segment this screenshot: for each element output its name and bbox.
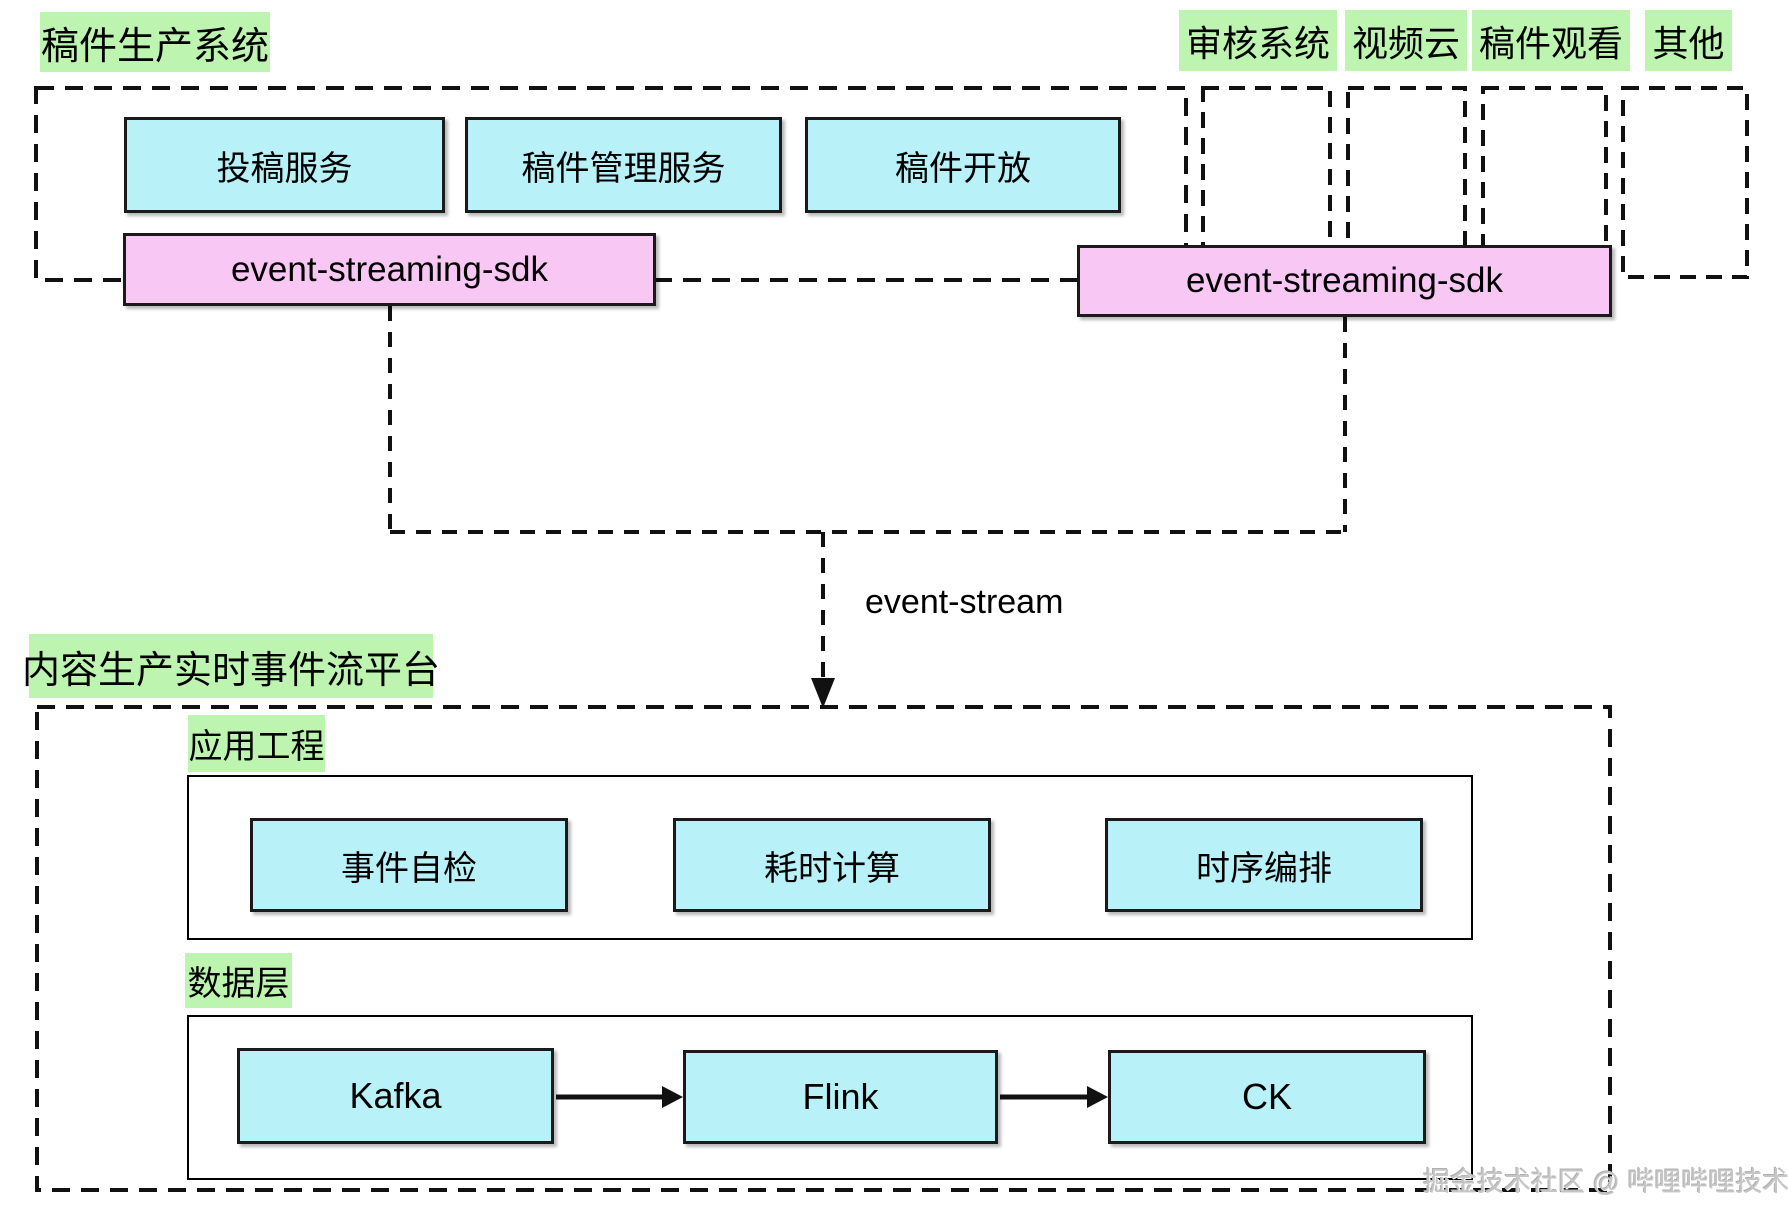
- service-box-open: 稿件开放: [805, 117, 1121, 213]
- watermark-text: 掘金技术社区 @ 哔哩哔哩技术: [1423, 1167, 1788, 1197]
- kafka-to-flink-arrowhead-icon: [662, 1086, 683, 1108]
- component-box-flink: Flink: [683, 1050, 998, 1144]
- platform-dashed-box: [35, 705, 1612, 1192]
- video-cloud-label: 视频云: [1345, 10, 1467, 71]
- data-layer-label: 数据层: [185, 953, 292, 1008]
- service-box-manage: 稿件管理服务: [465, 117, 782, 213]
- audit-system-label: 审核系统: [1179, 10, 1337, 71]
- other-dashed-box: [1621, 86, 1749, 279]
- viewing-label: 稿件观看: [1472, 10, 1630, 71]
- module-box-sequence: 时序编排: [1105, 818, 1423, 912]
- flink-to-ck-arrowhead-icon: [1087, 1086, 1108, 1108]
- component-box-kafka: Kafka: [237, 1048, 554, 1144]
- data-layer-container: [187, 1015, 1473, 1180]
- component-box-ck: CK: [1108, 1050, 1426, 1144]
- producer-system-label: 稿件生产系统: [40, 12, 270, 72]
- module-box-time-cost: 耗时计算: [673, 818, 991, 912]
- producer-sdk-box: event-streaming-sdk: [123, 233, 656, 306]
- other-label: 其他: [1645, 10, 1732, 71]
- event-stream-arrowhead-icon: [811, 678, 835, 708]
- event-stream-arrow-label: event-stream: [865, 583, 1064, 621]
- consumer-sdk-box: event-streaming-sdk: [1077, 245, 1612, 317]
- platform-label: 内容生产实时事件流平台: [22, 634, 440, 698]
- service-box-submit: 投稿服务: [124, 117, 445, 213]
- app-layer-container: [187, 775, 1473, 940]
- app-layer-label: 应用工程: [188, 715, 325, 772]
- audit-system-dashed-box: [1201, 86, 1332, 282]
- module-box-event-selfcheck: 事件自检: [250, 818, 568, 912]
